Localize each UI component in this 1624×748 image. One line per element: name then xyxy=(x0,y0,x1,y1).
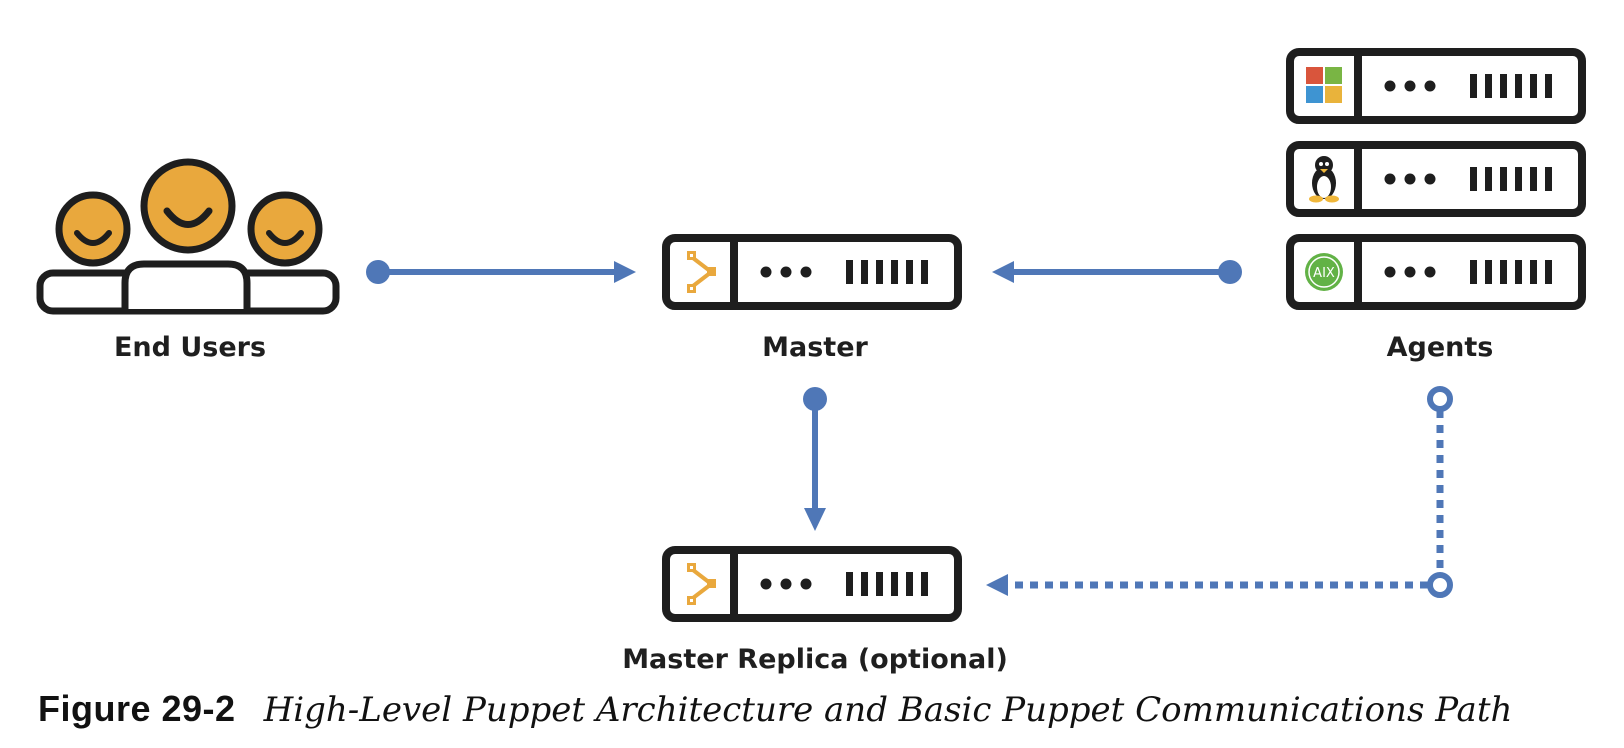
figure-caption: Figure 29-2 High-Level Puppet Architectur… xyxy=(38,688,1512,730)
end-users-label: End Users xyxy=(113,332,267,363)
aix-icon: AIX xyxy=(1305,253,1343,291)
arrow-master-to-replica xyxy=(803,387,827,531)
figure-number: Figure 29-2 xyxy=(38,688,236,729)
master-replica-label: Master Replica (optional) xyxy=(622,644,1008,675)
aix-logo-text: AIX xyxy=(1313,266,1335,281)
arrow-users-to-master xyxy=(366,260,636,284)
master-server xyxy=(666,238,958,306)
agents-label: Agents xyxy=(1386,332,1494,363)
linux-tux-icon xyxy=(1309,156,1339,203)
architecture-diagram: AIX xyxy=(36,0,1624,690)
windows-icon xyxy=(1306,67,1342,103)
agent-server-windows xyxy=(1290,52,1582,120)
arrow-agents-to-replica-dotted xyxy=(986,386,1453,598)
end-users-icon xyxy=(36,158,340,315)
master-label: Master xyxy=(762,332,868,363)
arrow-agents-to-master xyxy=(992,260,1242,284)
master-replica-server xyxy=(666,550,958,618)
agent-server-aix: AIX xyxy=(1290,238,1582,306)
agent-server-linux xyxy=(1290,145,1582,213)
figure-title: High-Level Puppet Architecture and Basic… xyxy=(263,690,1513,730)
